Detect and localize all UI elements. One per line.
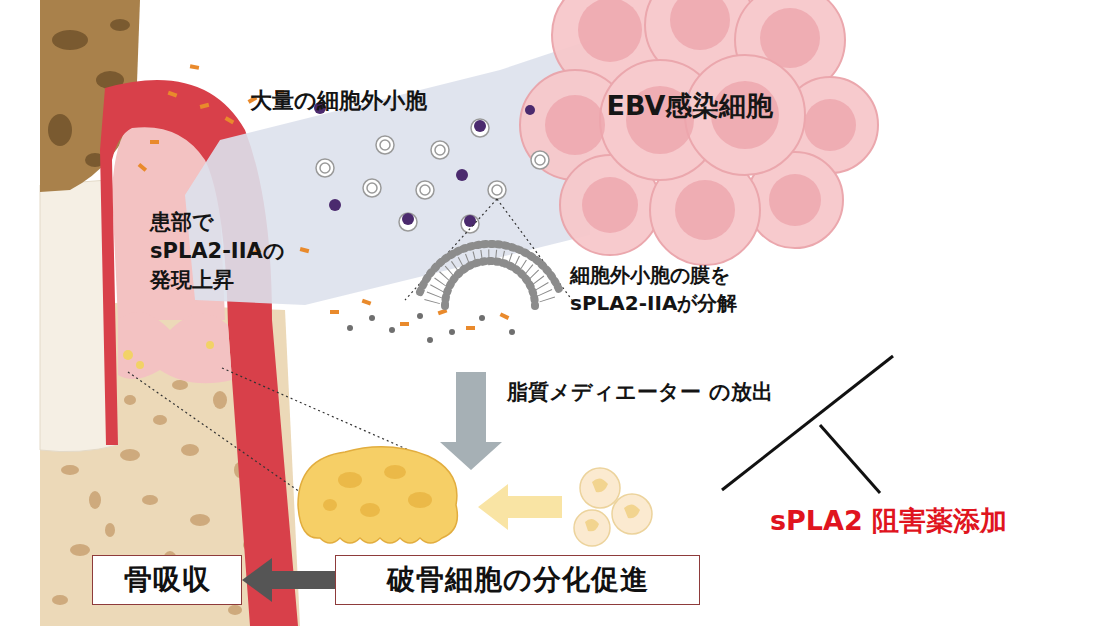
process-box: 破骨細胞の分化促進	[335, 555, 700, 605]
release-arrow	[440, 372, 502, 470]
arrow-shaft	[272, 571, 335, 589]
infected-cell-label: EBV感染細胞	[570, 82, 810, 130]
arrow-head	[242, 558, 272, 602]
process-box: 骨吸収	[92, 555, 242, 605]
inhibition-symbol	[722, 356, 893, 493]
resorption-pit	[118, 312, 232, 383]
small-cells	[123, 341, 214, 369]
differentiation-arrow	[478, 484, 562, 530]
node-text: 破骨細胞の分化促進	[387, 562, 649, 598]
ebv-cell-cluster	[520, 0, 878, 265]
vesicle-cone	[185, 40, 590, 305]
mediator-note: 脂質メディエーター の放出	[500, 378, 780, 407]
membrane-note: 細胞外小胞の膜を sPLA2-IIAが分解	[570, 262, 810, 317]
node-text: 骨吸収	[124, 562, 211, 598]
connector-arrow	[242, 558, 335, 602]
node-text: EBV感染細胞	[607, 88, 774, 123]
membrane-zoom	[405, 199, 572, 306]
vesicle-label: 大量の細胞外小胞	[250, 86, 550, 116]
vesicles-gray	[316, 119, 549, 233]
expression-note: 患部で sPLA2-IIAの 発現上昇	[150, 208, 300, 295]
precursor-cells	[574, 468, 652, 546]
osteoclast	[298, 447, 457, 543]
lipid-particles	[347, 313, 515, 343]
vesicles-purple	[314, 102, 535, 227]
inhibitor-label: sPLA2 阻害薬添加	[770, 502, 1110, 539]
